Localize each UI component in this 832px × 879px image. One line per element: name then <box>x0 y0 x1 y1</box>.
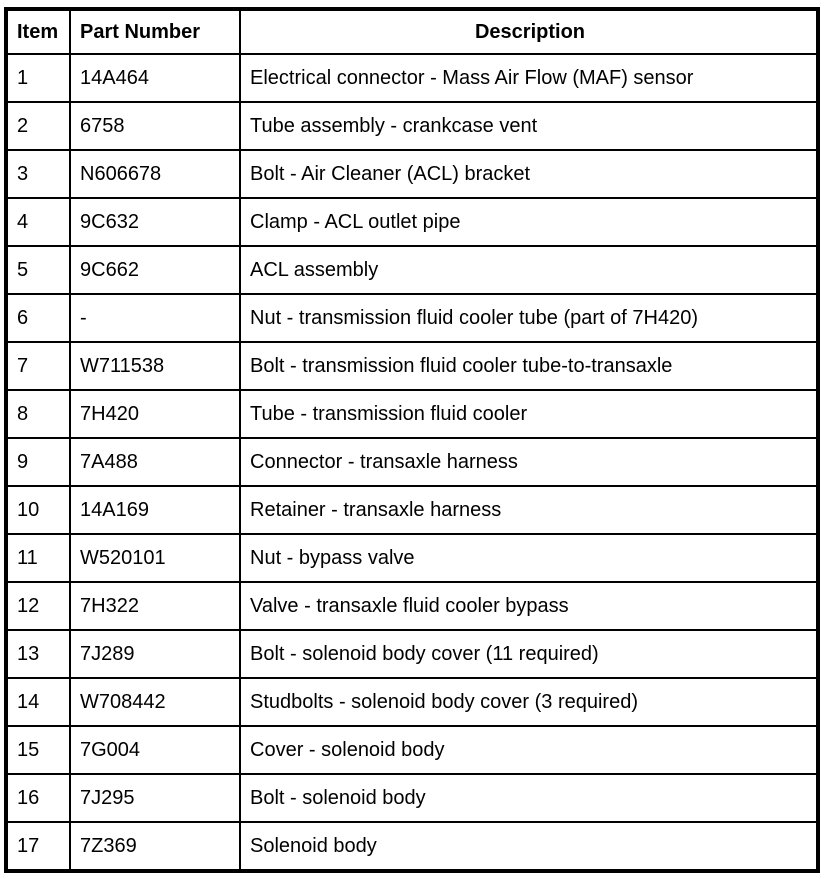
description-cell: Valve - transaxle fluid cooler bypass <box>239 581 819 631</box>
part-number-cell: 7H420 <box>69 389 241 439</box>
item-cell: 16 <box>5 773 71 823</box>
description-cell: Solenoid body <box>239 821 819 872</box>
description-cell: Cover - solenoid body <box>239 725 819 775</box>
part-number-cell: 14A169 <box>69 485 241 535</box>
item-cell: 7 <box>5 341 71 391</box>
item-cell: 12 <box>5 581 71 631</box>
description-cell: Bolt - solenoid body cover (11 required) <box>239 629 819 679</box>
part-number-cell: 9C662 <box>69 245 241 295</box>
description-cell: Bolt - Air Cleaner (ACL) bracket <box>239 149 819 199</box>
description-cell: Connector - transaxle harness <box>239 437 819 487</box>
description-cell: Nut - transmission fluid cooler tube (pa… <box>239 293 819 343</box>
item-cell: 8 <box>5 389 71 439</box>
part-number-cell: 7G004 <box>69 725 241 775</box>
item-cell: 2 <box>5 101 71 151</box>
description-cell: Studbolts - solenoid body cover (3 requi… <box>239 677 819 727</box>
part-number-cell: 7J295 <box>69 773 241 823</box>
item-cell: 10 <box>5 485 71 535</box>
part-number-cell: - <box>69 293 241 343</box>
description-cell: Retainer - transaxle harness <box>239 485 819 535</box>
description-cell: Bolt - transmission fluid cooler tube-to… <box>239 341 819 391</box>
part-number-cell: W711538 <box>69 341 241 391</box>
parts-table-header: Item Part Number Description <box>5 8 819 55</box>
table-row: 6-Nut - transmission fluid cooler tube (… <box>5 293 819 343</box>
item-cell: 9 <box>5 437 71 487</box>
description-cell: Bolt - solenoid body <box>239 773 819 823</box>
description-cell: Nut - bypass valve <box>239 533 819 583</box>
description-cell: ACL assembly <box>239 245 819 295</box>
part-number-cell: 7A488 <box>69 437 241 487</box>
item-cell: 17 <box>5 821 71 872</box>
description-cell: Clamp - ACL outlet pipe <box>239 197 819 247</box>
col-header-part-number: Part Number <box>69 8 241 55</box>
item-cell: 4 <box>5 197 71 247</box>
col-header-description: Description <box>239 8 819 55</box>
item-cell: 14 <box>5 677 71 727</box>
part-number-cell: 14A464 <box>69 53 241 103</box>
description-cell: Tube - transmission fluid cooler <box>239 389 819 439</box>
part-number-cell: N606678 <box>69 149 241 199</box>
item-cell: 6 <box>5 293 71 343</box>
item-cell: 15 <box>5 725 71 775</box>
header-row: Item Part Number Description <box>5 8 819 55</box>
part-number-cell: 9C632 <box>69 197 241 247</box>
description-cell: Electrical connector - Mass Air Flow (MA… <box>239 53 819 103</box>
part-number-cell: 6758 <box>69 101 241 151</box>
part-number-cell: W520101 <box>69 533 241 583</box>
part-number-cell: 7H322 <box>69 581 241 631</box>
part-number-cell: 7Z369 <box>69 821 241 872</box>
item-cell: 5 <box>5 245 71 295</box>
description-cell: Tube assembly - crankcase vent <box>239 101 819 151</box>
part-number-cell: W708442 <box>69 677 241 727</box>
item-cell: 13 <box>5 629 71 679</box>
item-cell: 11 <box>5 533 71 583</box>
part-number-cell: 7J289 <box>69 629 241 679</box>
col-header-item: Item <box>5 8 71 55</box>
item-cell: 1 <box>5 53 71 103</box>
item-cell: 3 <box>5 149 71 199</box>
